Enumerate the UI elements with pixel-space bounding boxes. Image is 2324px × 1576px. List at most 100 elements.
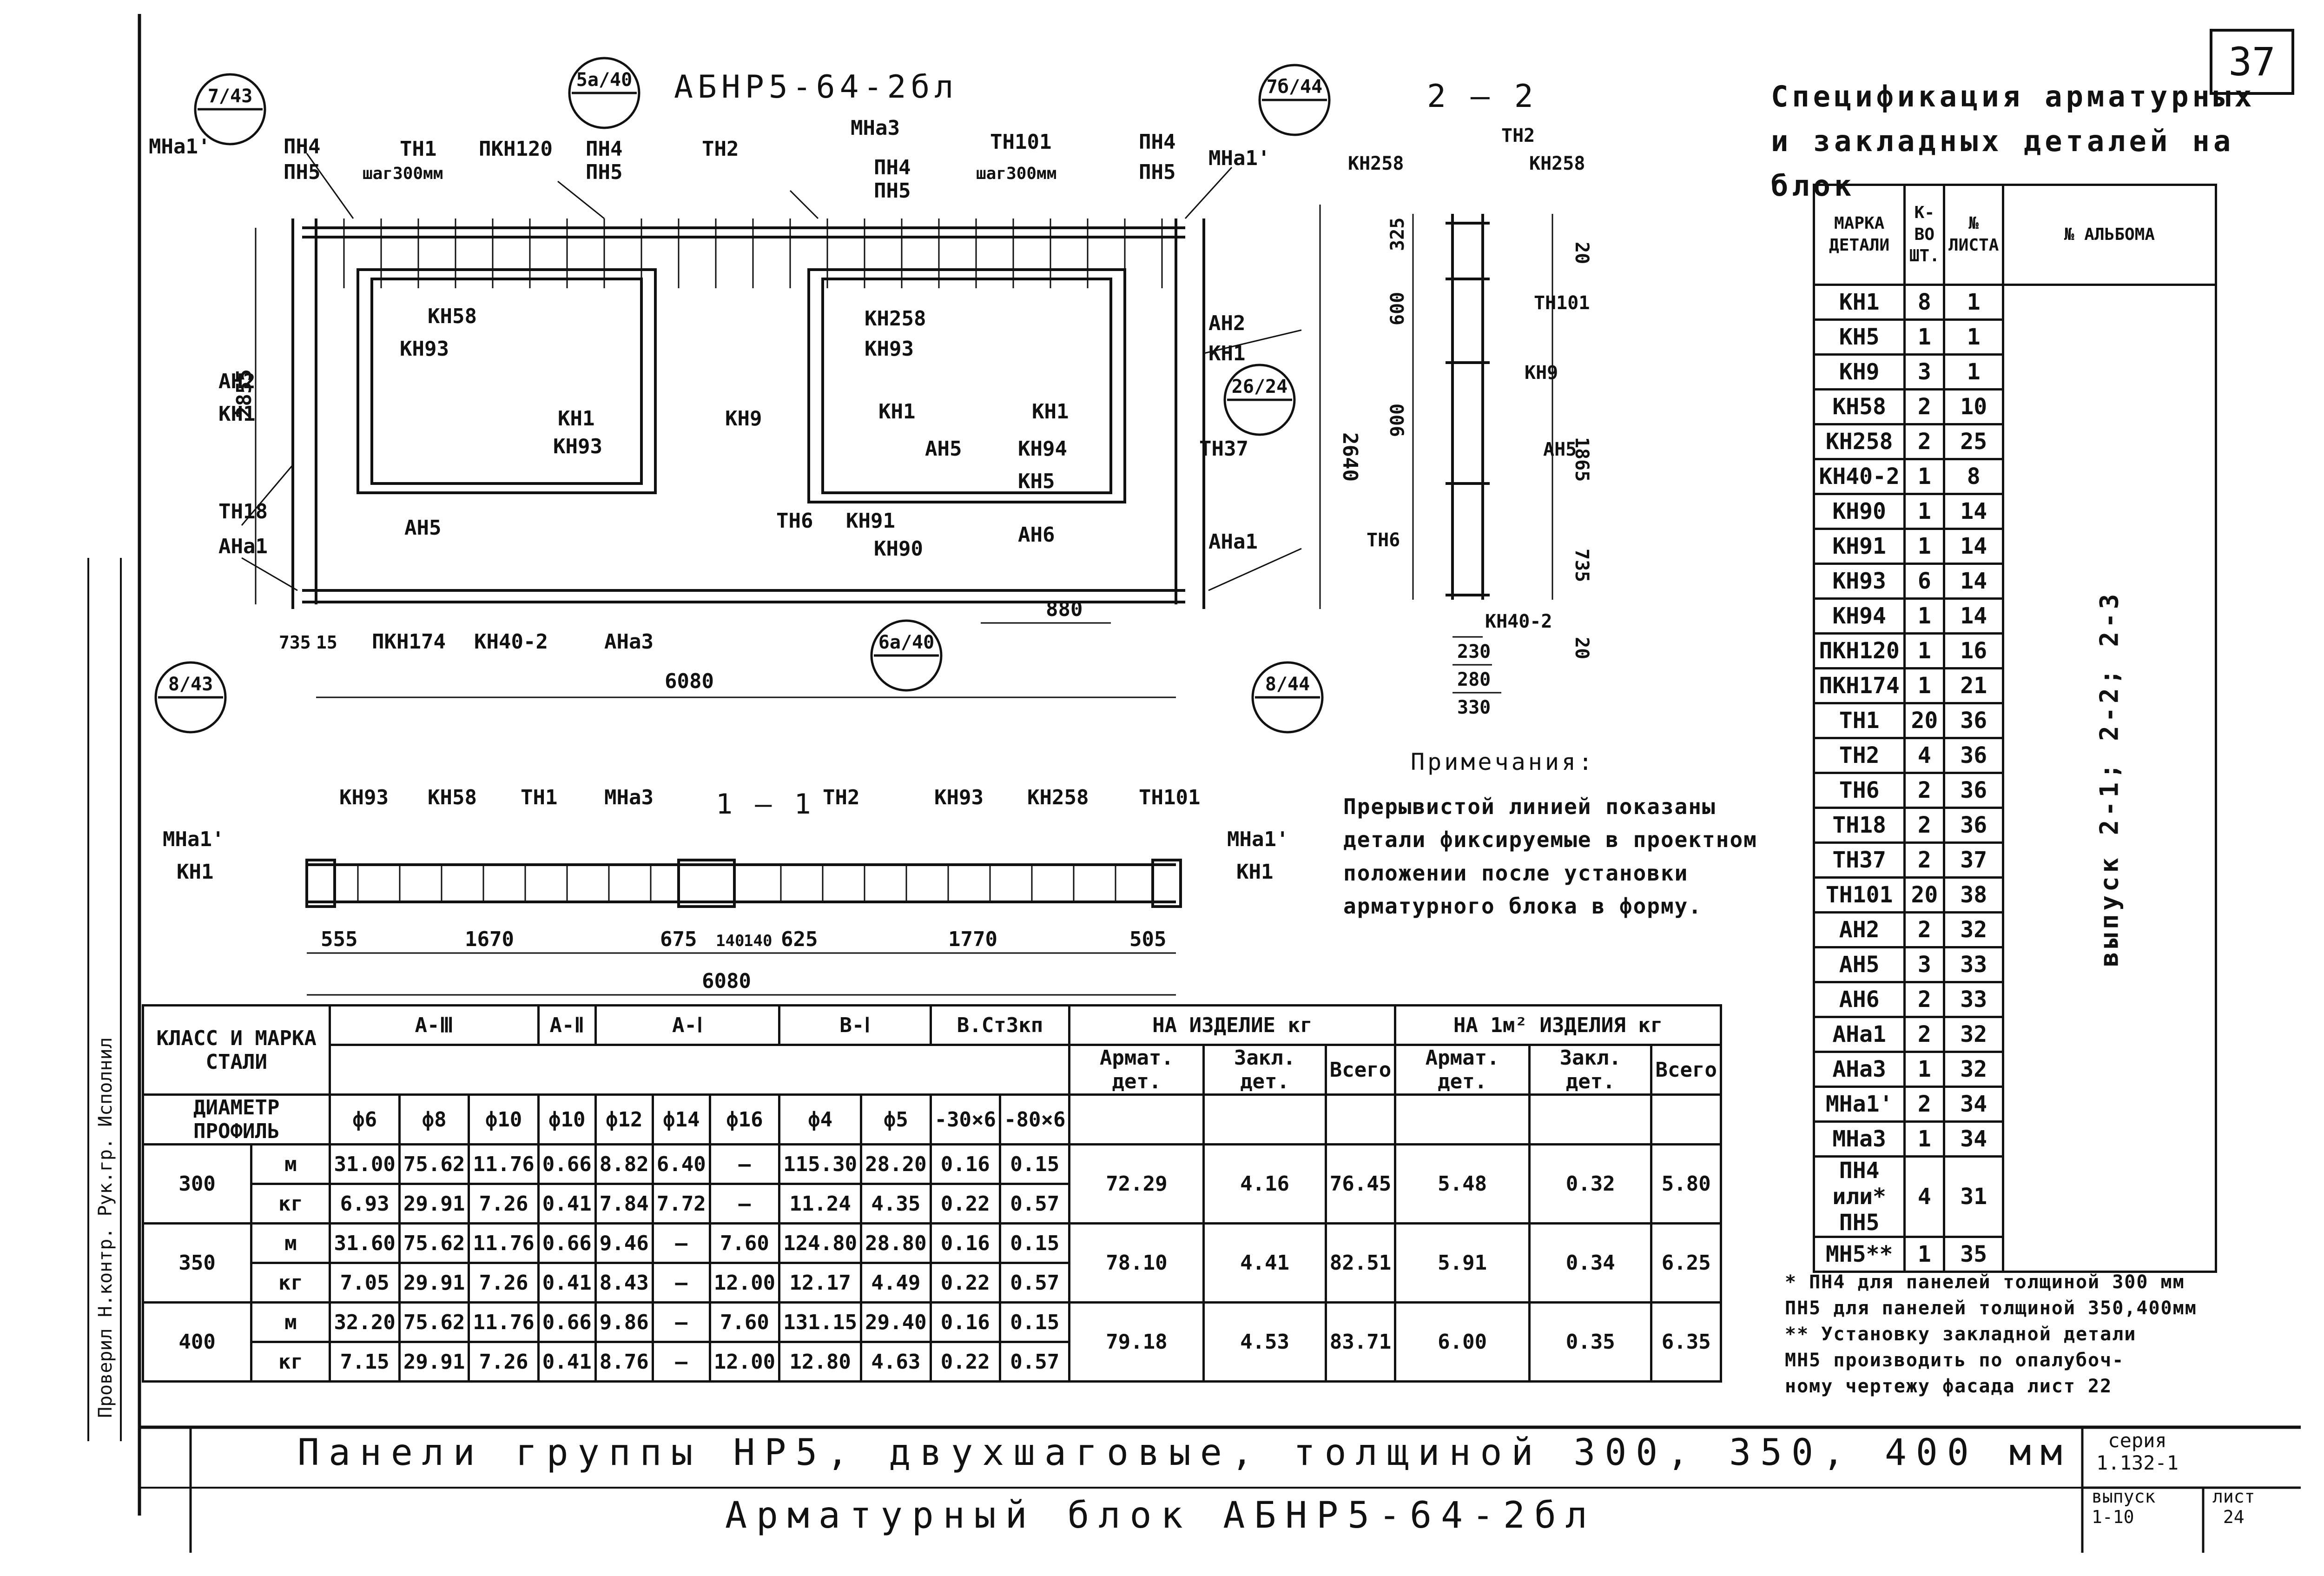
total-cell: 5.91 (1394, 1222, 1531, 1304)
dim-text: 2855 (232, 369, 256, 418)
spec-cell: 2 (1903, 1016, 1946, 1053)
block-elevation-drawing: 7/43 5а/40 7б/44 26/24 8/43 6а/40 8/44 А… (149, 57, 1362, 734)
spec-cell: 33 (1943, 981, 2004, 1018)
steel-cell: 4.49 (860, 1262, 932, 1304)
label: ТН2 (702, 137, 739, 161)
label: КН1 (1208, 342, 1245, 365)
dim-text: 230 (1457, 641, 1491, 662)
footnote: * ПН4 для панелей толщиной 300 мм (1785, 1271, 2185, 1293)
label: ТН101 (1534, 292, 1590, 314)
label: ПН5 (586, 160, 622, 184)
dim-text: 140 (744, 932, 772, 950)
callout-text: 26/24 (1232, 376, 1287, 397)
steel-cell: 7.72 (651, 1183, 711, 1225)
dim-text: 330 (1457, 697, 1491, 718)
sheet-value: 24 (2223, 1506, 2245, 1527)
spec-cell: 4 (1903, 1155, 1946, 1238)
dim-text: 15 (316, 632, 337, 653)
label: АН6 (1018, 523, 1055, 547)
steel-cell: 8.76 (594, 1341, 654, 1383)
spec-cell: 33 (1943, 946, 2004, 983)
label: ПН5 (284, 160, 320, 184)
steel-cell: 12.00 (708, 1262, 781, 1304)
spec-cell: 16 (1943, 632, 2004, 669)
label: КН40-2 (1485, 611, 1552, 632)
steel-cell: 0.66 (537, 1143, 597, 1185)
total-cell: 0.32 (1528, 1143, 1653, 1225)
steel-cell: 7.26 (468, 1183, 540, 1225)
unit-cell: кг (250, 1183, 331, 1225)
spec-cell: 6 (1903, 563, 1946, 600)
spec-cell: ТН2 (1812, 737, 1906, 774)
steel-table: КЛАСС И МАРКА СТАЛИ А-Ⅲ А-Ⅱ А-Ⅰ В-Ⅰ В.Ст… (141, 1004, 1722, 1383)
spec-cell: 4 (1903, 737, 1946, 774)
stamp-text: Проверил Н.контр. Рук.гр. Исполнил (95, 1037, 116, 1418)
label: КН93 (339, 786, 389, 809)
spec-cell: 14 (1943, 597, 2004, 635)
diameter-cell: -80×6 (999, 1093, 1071, 1146)
dim-text: 2640 (1338, 432, 1362, 482)
steel-cell: 32.20 (329, 1301, 401, 1343)
spec-cell: 14 (1943, 493, 2004, 530)
dim-text: 20 (1571, 242, 1592, 264)
steel-cell: 131.15 (778, 1301, 863, 1343)
label: КН5 (1018, 470, 1055, 493)
spec-cell: 1 (1903, 458, 1946, 495)
sub-header: Закл. дет. (1528, 1044, 1653, 1096)
spec-cell: 20 (1903, 876, 1946, 914)
callout-text: 8/44 (1265, 674, 1310, 695)
label: ТН37 (1199, 437, 1248, 461)
spec-cell: 1 (1943, 284, 2004, 321)
spec-cell: 2 (1903, 911, 1946, 948)
spec-cell: 2 (1903, 1086, 1946, 1123)
unit-cell: кг (250, 1341, 331, 1383)
spec-cell: 25 (1943, 423, 2004, 460)
dim-text: 1865 (1571, 437, 1592, 482)
spec-cell: ТН6 (1812, 772, 1906, 809)
steel-cell: 8.43 (594, 1262, 654, 1304)
label: КН258 (1348, 153, 1404, 174)
total-cell: 4.53 (1202, 1301, 1327, 1383)
label: КН9 (725, 407, 762, 430)
label: КН1 (177, 860, 213, 884)
diameter-spacer (1324, 1093, 1397, 1146)
label: КН58 (428, 305, 477, 328)
spec-cell: 38 (1943, 876, 2004, 914)
spec-cell: АНа1 (1812, 1016, 1906, 1053)
label: ПН4 (586, 137, 622, 161)
steel-cell: 75.62 (398, 1222, 470, 1264)
label: ТН1 (400, 137, 436, 161)
label: АН5 (1543, 439, 1577, 460)
dim-text: 140 (716, 932, 744, 950)
spec-cell: АН5 (1812, 946, 1906, 983)
spec-cell: 3 (1903, 946, 1946, 983)
steel-cell: 0.16 (929, 1301, 1002, 1343)
label: КН1 (1236, 860, 1273, 884)
label: МНа1' (149, 135, 210, 159)
dim-text: 900 (1387, 404, 1408, 437)
diameter-cell: ф8 (398, 1093, 470, 1146)
label: КН1 (1032, 400, 1069, 424)
label: АН2 (1208, 311, 1245, 335)
total-cell: 83.71 (1324, 1301, 1397, 1383)
per-m2-header: НА 1м² ИЗДЕЛИЯ кг (1394, 1004, 1722, 1046)
diameter-cell: ф4 (778, 1093, 863, 1146)
series-value: 1.132-1 (2096, 1451, 2179, 1475)
steel-cell: 29.91 (398, 1262, 470, 1304)
spec-cell: 34 (1943, 1086, 2004, 1123)
dim-text: 280 (1457, 669, 1491, 690)
spec-cell: 1 (1903, 528, 1946, 565)
steel-cell: 29.91 (398, 1183, 470, 1225)
